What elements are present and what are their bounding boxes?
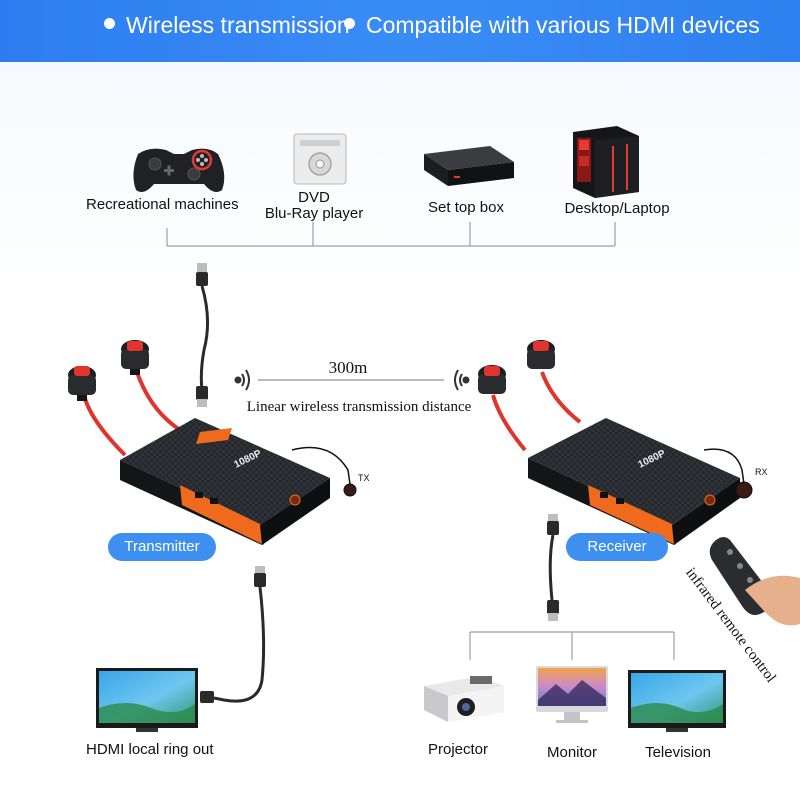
remote-control-icon (709, 537, 800, 626)
tv-icon (628, 670, 726, 732)
source-label-desktop: Desktop/Laptop (564, 200, 670, 217)
feature-compatible-label: Compatible with various HDMI devices (366, 12, 760, 38)
source-label-recreational: Recreational machines (86, 196, 239, 213)
tv-icon (96, 668, 198, 732)
receiver-device: 1080P RX (478, 340, 768, 545)
output-bus (469, 631, 675, 660)
set-top-box-icon (424, 146, 514, 186)
bullet-icon (344, 18, 355, 30)
antenna-icon (121, 340, 149, 375)
source-label-dvd: DVD Blu-Ray player (265, 190, 363, 222)
transmitter-tag: TX (358, 473, 370, 483)
wireless-link (234, 369, 470, 391)
antenna-icon (68, 366, 96, 401)
feature-banner: Wireless transmission Compatible with va… (0, 0, 800, 62)
output-label-projector: Projector (427, 741, 489, 758)
transmitter-badge: Transmitter (108, 533, 216, 561)
output-label-television: Television (645, 744, 711, 761)
distance-value: 300m (328, 358, 368, 377)
distance-caption: Linear wireless transmission distance (246, 399, 472, 415)
hdmi-local-cable (200, 566, 266, 703)
dvd-player-icon (293, 133, 347, 185)
ir-receiver-icon (343, 483, 357, 497)
source-label-settop: Set top box (428, 199, 504, 216)
output-label-local: HDMI local ring out (86, 741, 214, 758)
source-label-dvd-line2: Blu-Ray player (264, 205, 364, 222)
bullet-icon (104, 18, 115, 30)
hdmi-output-cable (547, 514, 559, 621)
receiver-badge: Receiver (566, 533, 668, 561)
signal-waves-right-icon (454, 369, 470, 391)
feature-wireless-label: Wireless transmission (126, 12, 350, 38)
receiver-tag: RX (755, 467, 768, 477)
projector-icon (424, 676, 504, 722)
monitor-icon (536, 666, 608, 723)
output-label-monitor: Monitor (546, 744, 598, 761)
source-label-dvd-line1: DVD (298, 189, 330, 206)
feature-compatible: Compatible with various HDMI devices (344, 12, 760, 39)
source-bus (166, 222, 616, 247)
transmitter-device: 1080P TX (68, 340, 370, 545)
signal-waves-left-icon (234, 369, 250, 391)
ir-receiver-icon (735, 481, 753, 499)
hdmi-input-cable (196, 263, 210, 407)
antenna-icon (527, 340, 555, 369)
feature-wireless: Wireless transmission (104, 12, 350, 39)
desktop-tower-icon (573, 126, 639, 198)
antenna-icon (478, 365, 506, 394)
gamepad-icon (133, 148, 225, 192)
